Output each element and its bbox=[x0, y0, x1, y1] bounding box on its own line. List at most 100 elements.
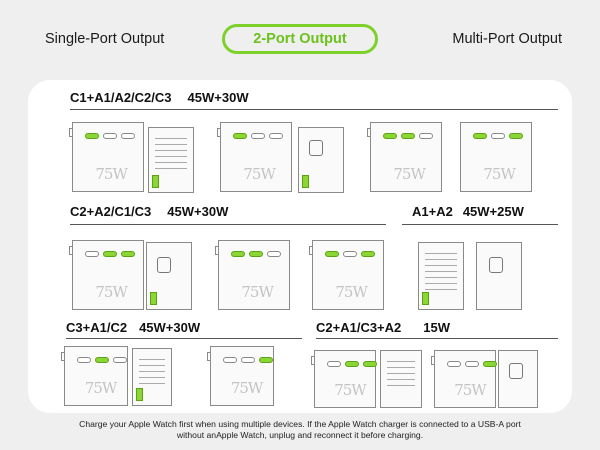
port-row bbox=[77, 357, 127, 363]
port-active bbox=[249, 251, 263, 257]
brand-mark: 75W bbox=[230, 379, 264, 397]
port-idle bbox=[121, 133, 135, 139]
cable-port bbox=[367, 128, 371, 137]
port-idle bbox=[465, 361, 479, 367]
charger-side-cables bbox=[148, 127, 194, 193]
cable-lines bbox=[139, 359, 165, 389]
charger-front: 75W bbox=[309, 240, 384, 310]
brand-mark: 75W bbox=[335, 283, 368, 301]
cable-lines bbox=[387, 361, 415, 391]
brand-mark: 75W bbox=[483, 165, 516, 183]
port-row bbox=[327, 361, 377, 367]
port-idle bbox=[85, 251, 99, 257]
charger-front: 75W bbox=[367, 122, 442, 192]
port-active bbox=[345, 361, 359, 367]
cable-port bbox=[215, 246, 219, 255]
cable-lines bbox=[425, 253, 457, 295]
footnote-line-2: without anApple Watch, unplug and reconn… bbox=[176, 430, 424, 440]
charger-side bbox=[476, 242, 522, 310]
port-row bbox=[85, 133, 135, 139]
port-row bbox=[85, 251, 135, 257]
charger-front: 75W bbox=[311, 350, 377, 408]
group-label-c3: C3+A1/C2 45W+30W bbox=[66, 320, 200, 335]
group-ports: C2+A1/C3+A2 bbox=[316, 320, 402, 335]
cable-port bbox=[69, 246, 73, 255]
charger-side bbox=[298, 127, 344, 193]
watch-screen bbox=[489, 257, 503, 273]
cable-port bbox=[69, 128, 73, 137]
tab-multi-port-output[interactable]: Multi-Port Output bbox=[452, 31, 562, 47]
port-active bbox=[325, 251, 339, 257]
charger-front: 75W bbox=[61, 346, 128, 406]
group-label-a1: A1+A2 45W+25W bbox=[412, 204, 524, 219]
cable-port bbox=[431, 356, 435, 365]
status-led bbox=[150, 292, 157, 305]
port-active bbox=[509, 133, 523, 139]
brand-mark: 75W bbox=[334, 381, 367, 399]
port-row bbox=[447, 361, 497, 367]
status-led bbox=[422, 292, 429, 305]
port-active bbox=[363, 361, 377, 367]
watch-screen bbox=[509, 363, 523, 379]
port-row bbox=[233, 133, 283, 139]
group-watts: 45W+30W bbox=[139, 320, 201, 335]
divider bbox=[402, 224, 558, 225]
cable-port bbox=[311, 356, 315, 365]
port-idle bbox=[241, 357, 255, 363]
port-idle bbox=[77, 357, 91, 363]
cable-port bbox=[309, 246, 313, 255]
charger-side-cables bbox=[418, 242, 464, 310]
group-label-c2-a1: C2+A1/C3+A2 15W bbox=[316, 320, 450, 335]
cable-port bbox=[61, 352, 65, 361]
port-active bbox=[401, 133, 415, 139]
port-idle bbox=[113, 357, 127, 363]
port-active bbox=[85, 133, 99, 139]
port-active bbox=[473, 133, 487, 139]
group-label-c2: C2+A2/C1/C3 45W+30W bbox=[70, 204, 228, 219]
charger-front: 75W bbox=[69, 240, 144, 310]
output-mode-tabs: Single-Port Output 2-Port Output Multi-P… bbox=[0, 24, 600, 56]
watch-screen bbox=[309, 140, 323, 156]
brand-mark: 75W bbox=[454, 381, 487, 399]
charger-side bbox=[146, 242, 192, 310]
cable-port bbox=[207, 352, 211, 361]
divider bbox=[316, 338, 558, 339]
group-watts: 45W+30W bbox=[187, 90, 249, 105]
group-watts: 45W+30W bbox=[167, 204, 229, 219]
charger-side-cables bbox=[132, 348, 172, 406]
group-ports: C1+A1/A2/C2/C3 bbox=[70, 90, 172, 105]
brand-mark: 75W bbox=[241, 283, 274, 301]
port-active bbox=[121, 251, 135, 257]
charger-front: 75W bbox=[460, 122, 532, 192]
charger-front: 75W bbox=[215, 240, 290, 310]
port-idle bbox=[251, 133, 265, 139]
status-led bbox=[302, 175, 309, 188]
port-row bbox=[231, 251, 281, 257]
port-idle bbox=[447, 361, 461, 367]
group-ports: C3+A1/C2 bbox=[66, 320, 128, 335]
port-active bbox=[103, 251, 117, 257]
charger-side-cables bbox=[380, 350, 422, 408]
port-idle bbox=[269, 133, 283, 139]
group-ports: A1+A2 bbox=[412, 204, 453, 219]
tab-2-port-output[interactable]: 2-Port Output bbox=[222, 24, 378, 54]
watch-screen bbox=[157, 257, 171, 273]
charger-front: 75W bbox=[207, 346, 274, 406]
port-active bbox=[259, 357, 273, 363]
charger-side bbox=[498, 350, 538, 408]
port-row bbox=[383, 133, 433, 139]
group-watts: 45W+25W bbox=[462, 204, 524, 219]
brand-mark: 75W bbox=[95, 283, 128, 301]
cable-lines bbox=[155, 138, 187, 174]
port-row bbox=[223, 357, 273, 363]
charger-front: 75W bbox=[217, 122, 292, 192]
port-active bbox=[231, 251, 245, 257]
port-active bbox=[483, 361, 497, 367]
group-watts: 15W bbox=[423, 320, 451, 335]
status-led bbox=[136, 388, 143, 401]
port-idle bbox=[419, 133, 433, 139]
port-idle bbox=[267, 251, 281, 257]
port-idle bbox=[327, 361, 341, 367]
tab-single-port-output[interactable]: Single-Port Output bbox=[45, 31, 165, 47]
group-ports: C2+A2/C1/C3 bbox=[70, 204, 152, 219]
